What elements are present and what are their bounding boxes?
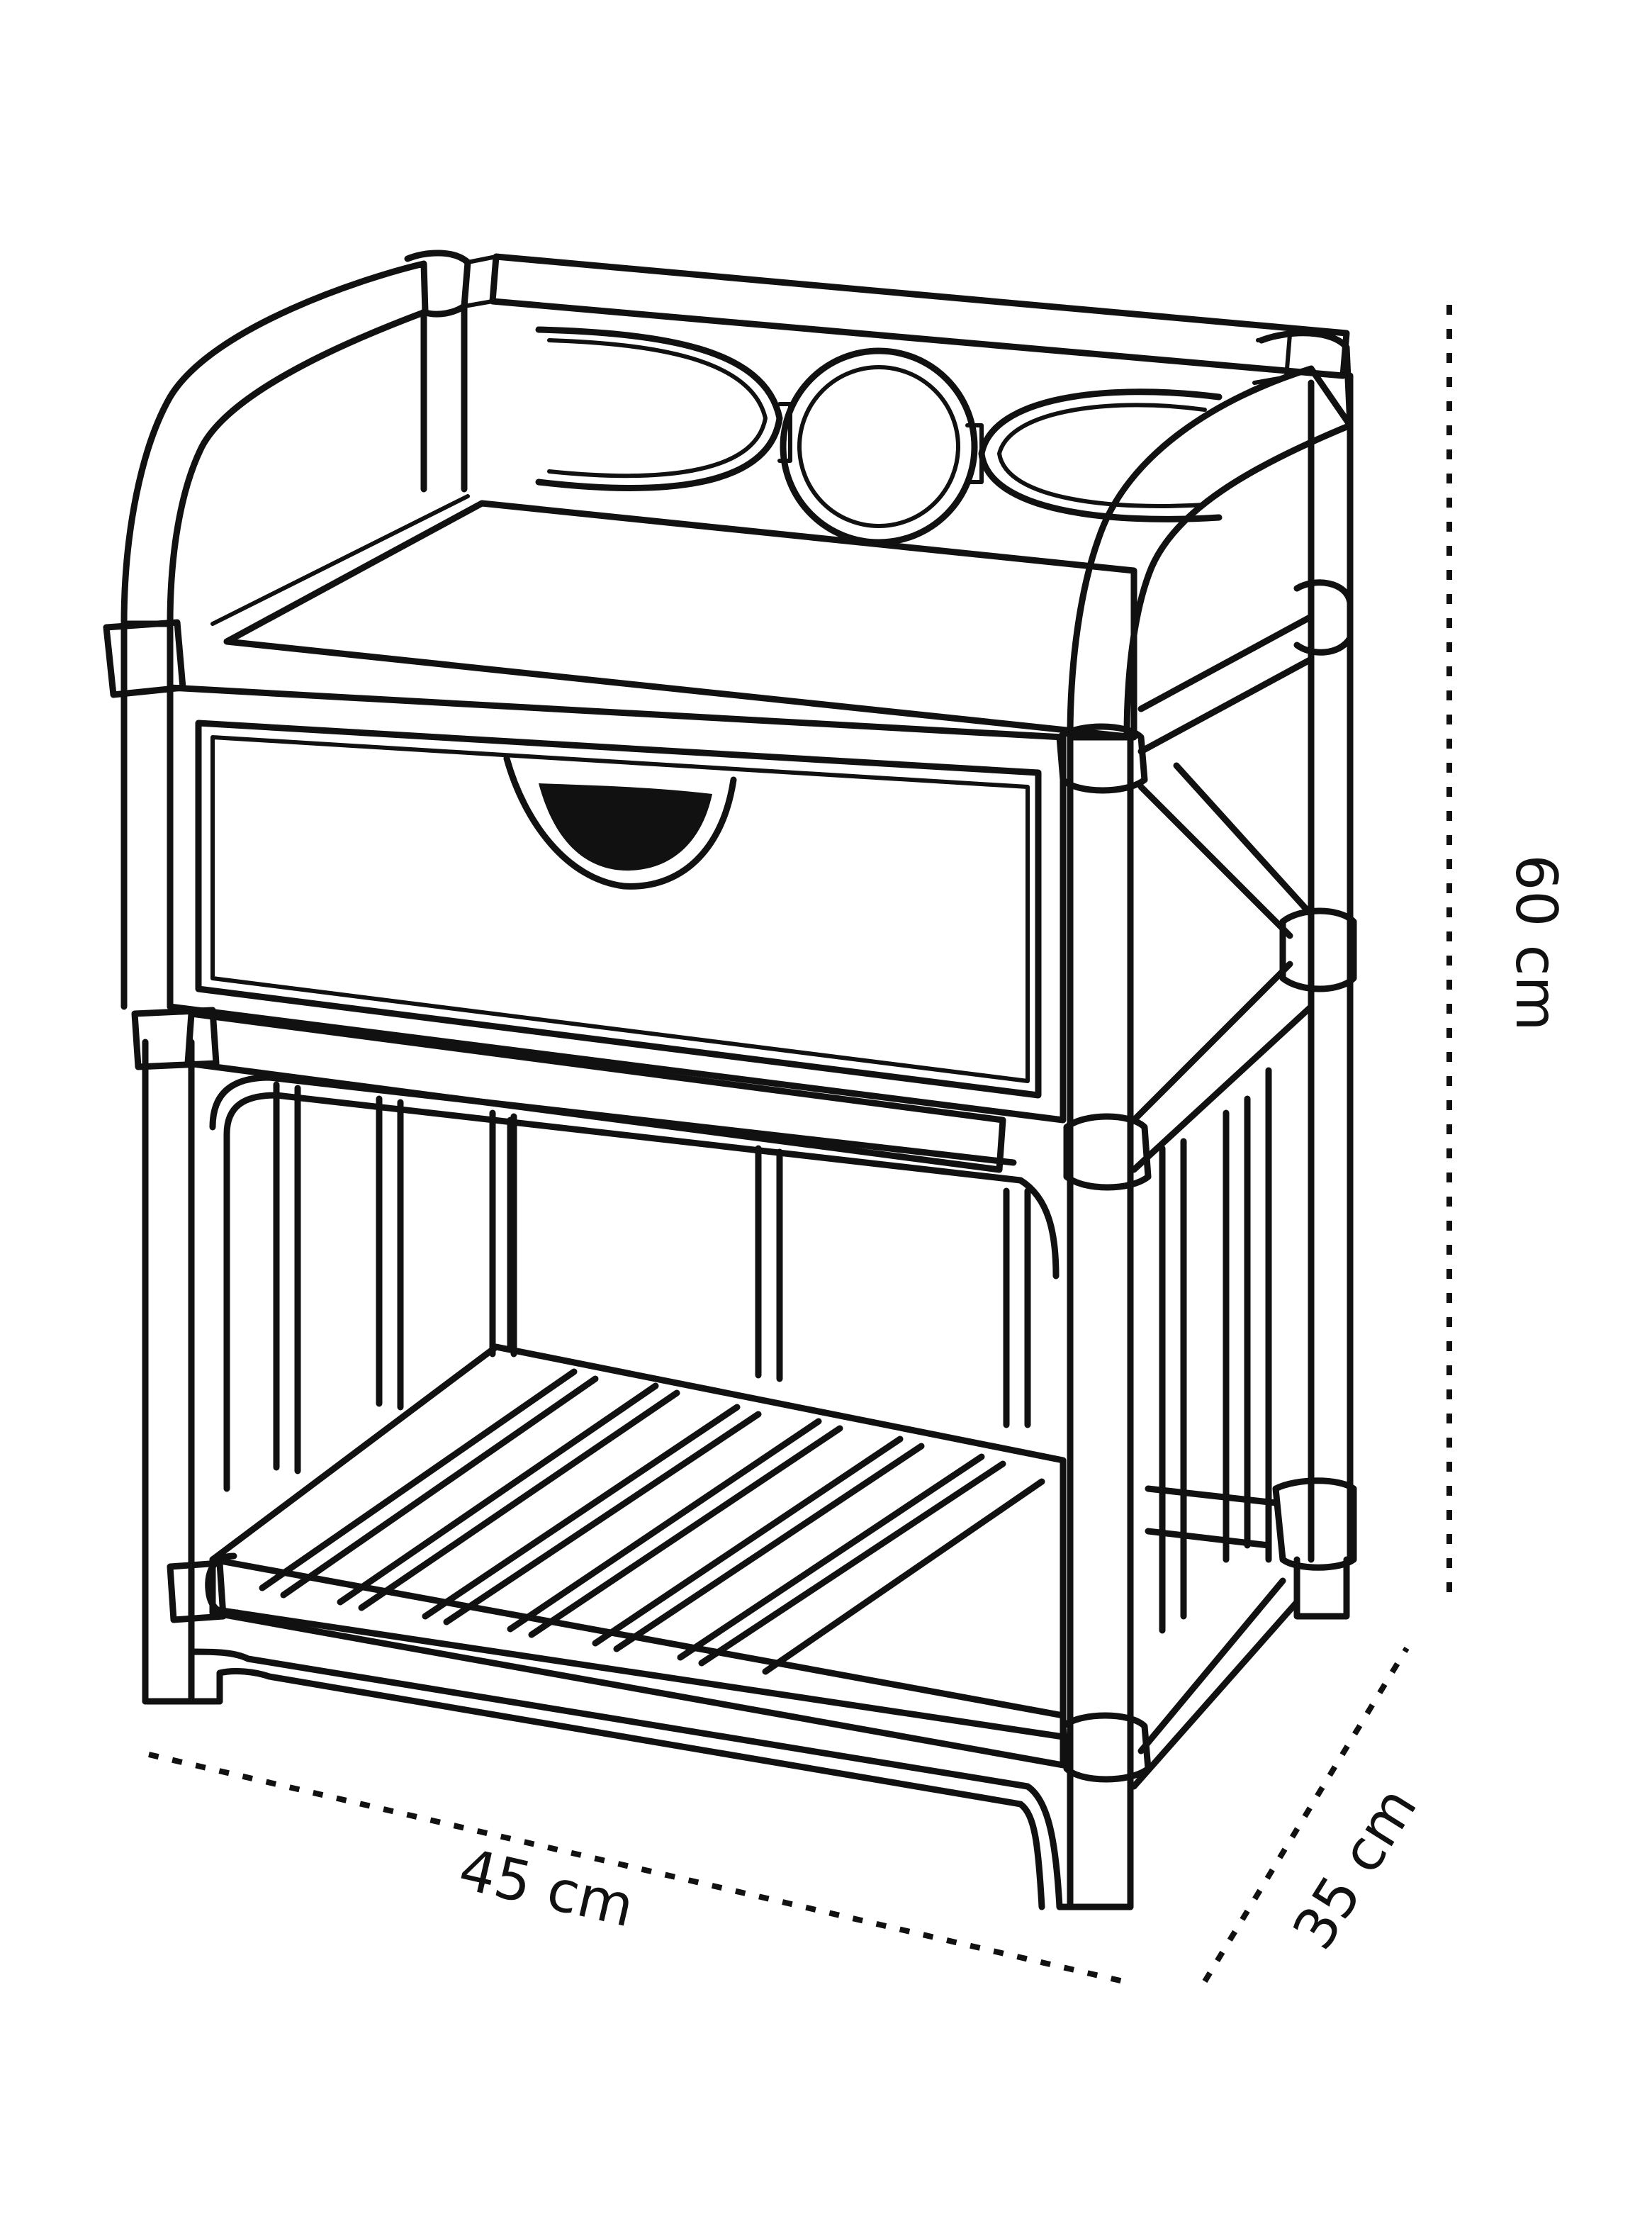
- drawer-handle: [503, 755, 737, 890]
- width-label: 45 cm: [453, 1836, 640, 1940]
- dimension-lines: [148, 305, 1452, 1984]
- depth-dimension-line: [1202, 1646, 1410, 1983]
- width-dimension-line: [148, 1752, 1124, 1984]
- depth-label: 35 cm: [1280, 1776, 1429, 1961]
- back-panel-circles: [535, 326, 1223, 546]
- nightstand-illustration: [103, 250, 1357, 1910]
- bottom-shelf-slats: [259, 1368, 1045, 1675]
- height-label: 60 cm: [1503, 854, 1569, 1031]
